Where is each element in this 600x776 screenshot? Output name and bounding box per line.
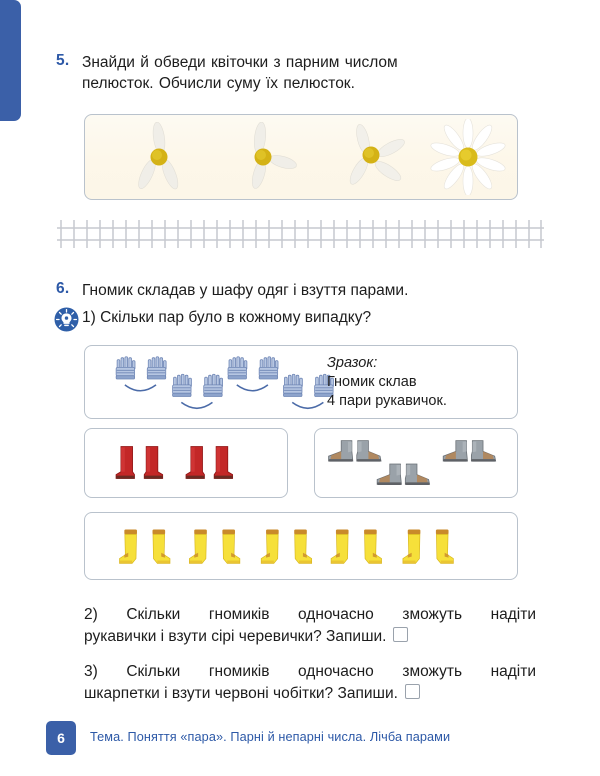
task-5-line-2: пелюсток. Обчисли суму їх пелюсток. [82, 75, 355, 92]
page-number: 6 [46, 721, 76, 755]
task-5-text: Знайди й обведи квіточки з парним числом… [82, 52, 548, 94]
task-6-sub-question-1: 1) Скільки пар було в кожному випадку? [82, 309, 372, 326]
q3-line-2: шкарпетки і взути червоні чобітки? Запиш… [84, 683, 536, 705]
sample-line-1: Гномик склав [327, 374, 417, 390]
task-6-sub-question-3: 3) Скільки гномиків одночасно зможуть на… [84, 661, 536, 705]
q3-line-2-text: шкарпетки і взути червоні чобітки? Запиш… [84, 685, 398, 702]
page-edge-tab [0, 0, 21, 121]
grey-boots-artwork [328, 440, 497, 486]
panel-mittens: Зразок: Гномик склав 4 пари рукавичок. [84, 345, 518, 419]
task-5-line-1: Знайди й обведи квіточки з парним числом [82, 54, 398, 71]
ladder-divider [57, 218, 544, 250]
q2-line-2: рукавички і взути сірі черевички? Запиши… [84, 626, 536, 648]
lightbulb-icon [54, 307, 79, 332]
panel-grey-boots [314, 428, 518, 498]
answer-box-q3[interactable] [404, 684, 420, 699]
task-6-sub-question-1-row: 1) Скільки пар було в кожному випадку? [54, 307, 548, 333]
mittens-artwork [115, 356, 334, 410]
page-footer: 6 Тема. Поняття «пара». Парні й непарні … [46, 721, 566, 763]
task-5-number: 5. [56, 52, 70, 69]
q3-line-1: 3) Скільки гномиків одночасно зможуть на… [84, 663, 536, 680]
task-6: 6. Гномик складав у шафу одяг і взуття п… [56, 280, 548, 301]
task-6-number: 6. [56, 280, 70, 297]
q2-line-1: 2) Скільки гномиків одночасно зможуть на… [84, 606, 536, 623]
sample-line-2: 4 пари рукавичок. [327, 393, 447, 409]
panel-red-boots [84, 428, 288, 498]
q2-line-2-text: рукавички і взути сірі черевички? Запиши… [84, 628, 387, 645]
flower-row [85, 115, 517, 199]
sample-text-block: Зразок: Гномик склав 4 пари рукавичок. [327, 354, 503, 411]
flower-2[interactable] [233, 122, 303, 192]
panel-socks [84, 512, 518, 580]
flowers-illustration-panel [84, 114, 518, 200]
red-boots-artwork [115, 446, 234, 480]
flower-3[interactable] [337, 121, 415, 193]
footer-topic: Тема. Поняття «пара». Парні й непарні чи… [90, 730, 451, 744]
answer-box-q2[interactable] [393, 627, 409, 642]
task-6-sub-question-2: 2) Скільки гномиків одночасно зможуть на… [84, 604, 536, 648]
flower-1[interactable] [127, 122, 191, 192]
task-5: 5. Знайди й обведи квіточки з парним чис… [56, 52, 548, 94]
task-6-intro: Гномик складав у шафу одяг і взуття пара… [82, 282, 409, 299]
sample-label: Зразок: [327, 355, 378, 371]
flower-4[interactable] [429, 119, 507, 195]
socks-artwork [119, 529, 454, 564]
